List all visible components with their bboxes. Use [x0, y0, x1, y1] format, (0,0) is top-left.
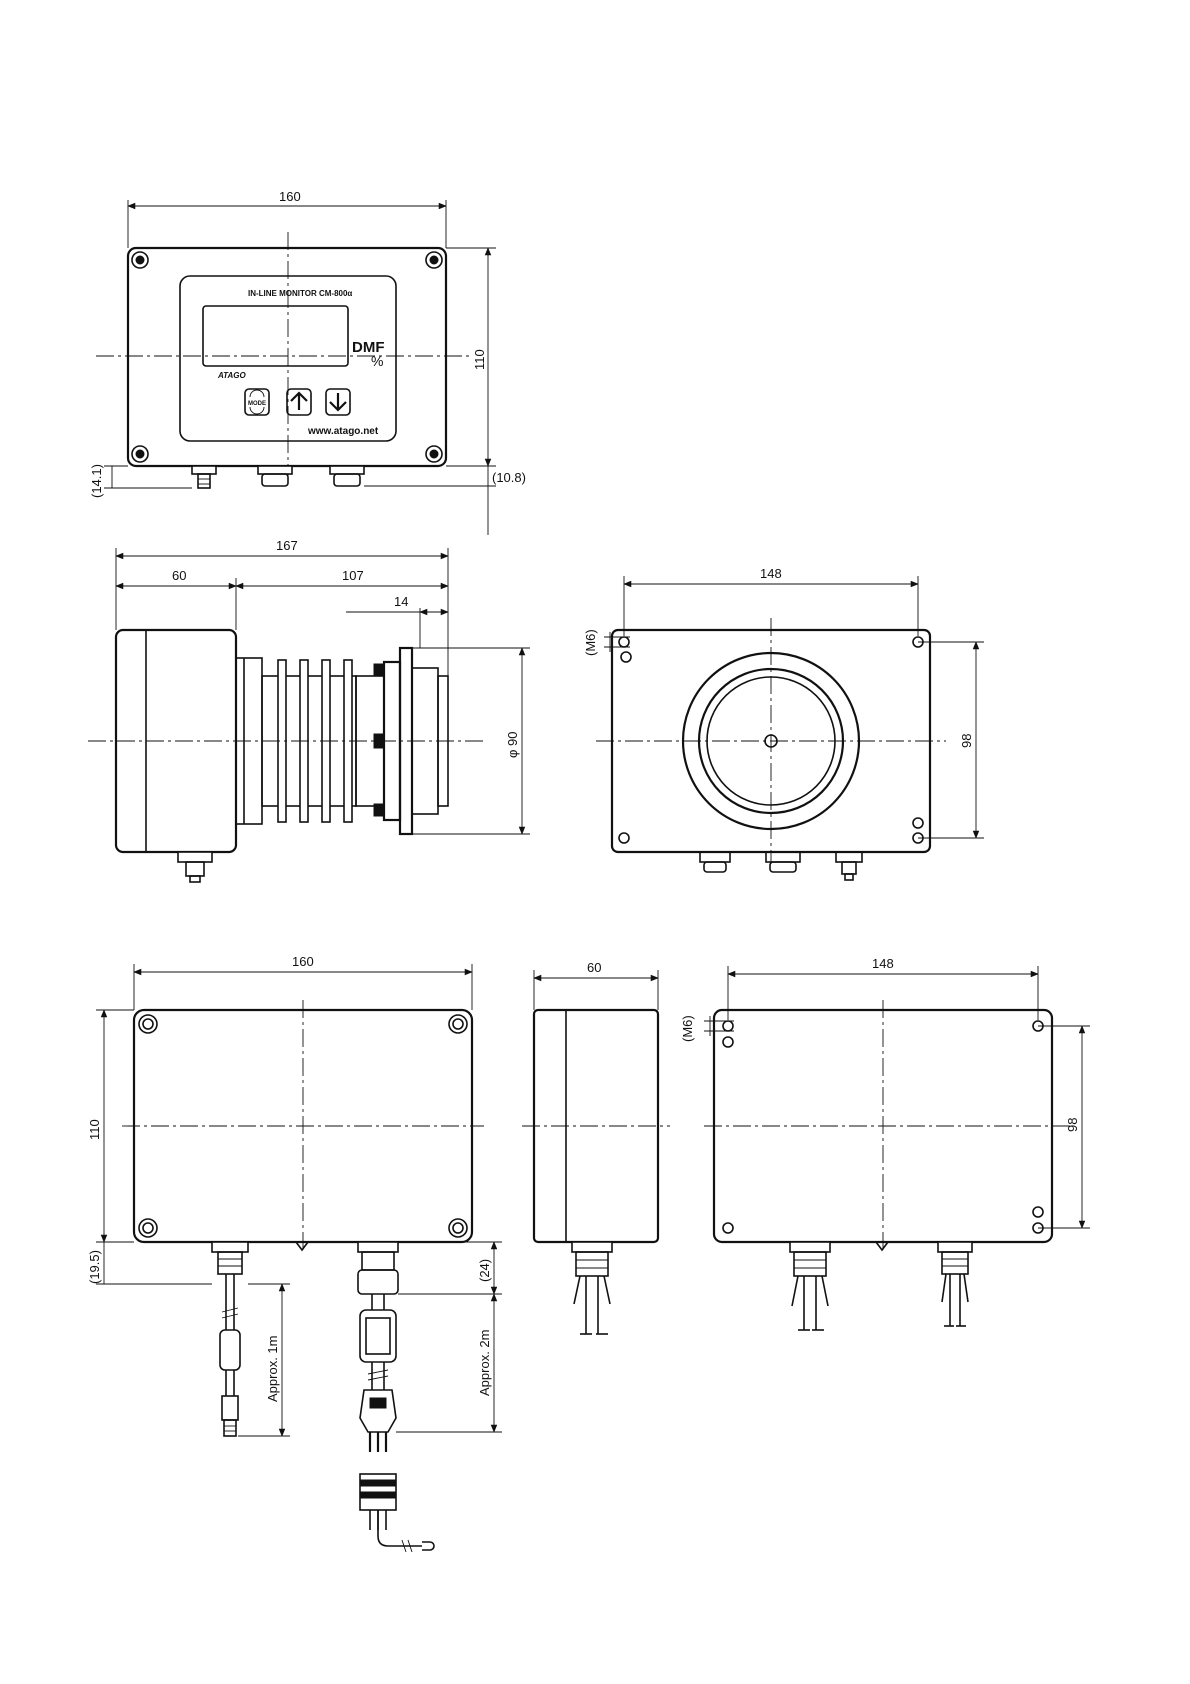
front-width-label: 160: [279, 189, 301, 204]
bottom-front-view: 160 110 (19.5) Approx. 1m (24) Approx. 2…: [87, 954, 502, 1552]
bottom-rear-height: 98: [1065, 1118, 1080, 1132]
side-view: 167 60 107 14 φ 90: [88, 538, 530, 882]
side-diameter: φ 90: [505, 731, 520, 758]
panel-title: IN-LINE MONITOR CM-800α: [248, 289, 352, 298]
side-body-length: 60: [172, 568, 186, 583]
left-cable-length: Approx. 1m: [265, 1336, 280, 1402]
side-flange-length: 14: [394, 594, 408, 609]
up-arrow-icon: [291, 393, 307, 410]
front-view: IN-LINE MONITOR CM-800α DMF % ATAGO MODE…: [89, 189, 526, 535]
bottom-front-width: 160: [292, 954, 314, 969]
website-label: www.atago.net: [307, 426, 379, 437]
bottom-front-height: 110: [87, 1119, 102, 1140]
right-cable-offset: (24): [477, 1259, 492, 1282]
front-height-label: 110: [472, 349, 487, 370]
down-arrow-icon: [330, 393, 346, 410]
bottom-rear-width: 148: [872, 956, 894, 971]
rear-thread-label: (M6): [583, 629, 598, 656]
lcd-screen: [203, 306, 348, 366]
bottom-side-view: 60: [522, 960, 670, 1334]
front-connectors: [192, 466, 364, 488]
rear-height-label: 98: [959, 734, 974, 748]
bottom-rear-view: 148 98 (M6): [680, 956, 1090, 1330]
unit-sub: %: [371, 353, 383, 369]
front-left-connector-dim: (14.1): [89, 464, 104, 498]
right-cable-length: Approx. 2m: [477, 1330, 492, 1396]
bottom-rear-thread: (M6): [680, 1015, 695, 1042]
up-arrow-button[interactable]: [287, 389, 311, 415]
rear-view: 148 98 (M6): [583, 566, 984, 880]
brand-logo: ATAGO: [217, 371, 246, 380]
down-arrow-button[interactable]: [326, 389, 350, 415]
side-fin-length: 107: [342, 568, 364, 583]
rear-width-label: 148: [760, 566, 782, 581]
bottom-side-depth: 60: [587, 960, 601, 975]
side-total-length: 167: [276, 538, 298, 553]
mode-button[interactable]: MODE: [245, 389, 269, 415]
front-right-connector-dim: (10.8): [492, 470, 526, 485]
left-cable-offset: (19.5): [87, 1250, 102, 1284]
mode-key-label: MODE: [248, 401, 266, 407]
